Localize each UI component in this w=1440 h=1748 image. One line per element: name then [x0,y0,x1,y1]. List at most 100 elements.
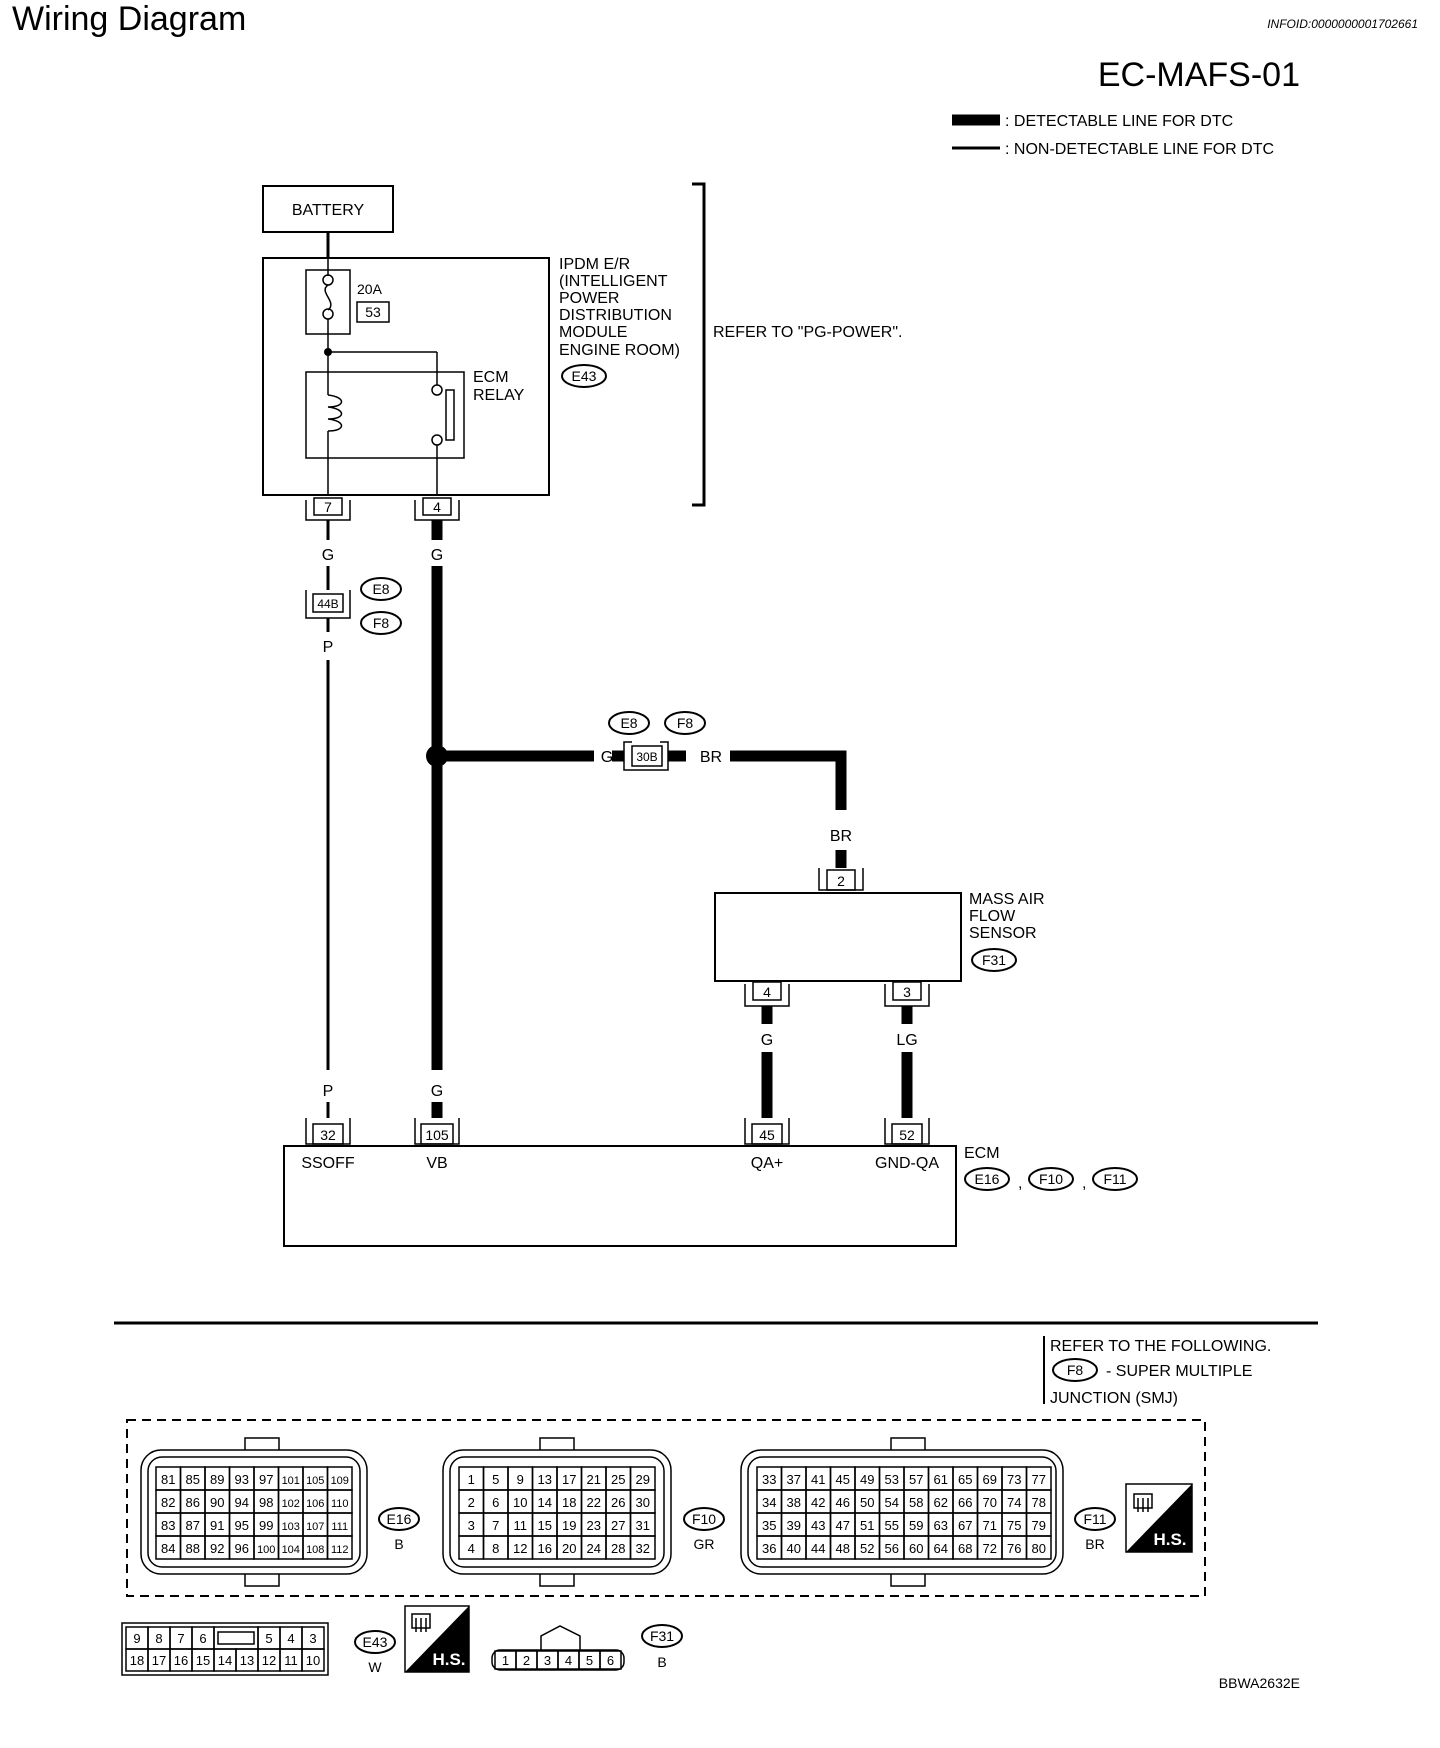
ecm-pin-name-gnd-qa: GND-QA [875,1155,939,1172]
pin-number: 29 [636,1472,650,1487]
ipdm-connector-oval [561,364,607,388]
pin-number: 77 [1032,1472,1046,1487]
relay-switch [445,389,455,441]
hand-icon-2 [411,1613,431,1632]
pin-number: 14 [538,1495,552,1510]
harness-side-badge-2: H.S. [404,1605,470,1673]
pin-number: 7 [492,1518,499,1533]
legend: : DETECTABLE LINE FOR DTC : NON-DETECTAB… [952,113,1274,158]
maf-connector: F31 [982,952,1006,968]
pin-cell [599,1650,622,1670]
pin-number: 95 [235,1518,249,1533]
ecm-pin-name-ssoff: SSOFF [301,1155,355,1172]
ipdm-label-5: MODULE [559,324,627,341]
pin-number: 75 [1007,1518,1021,1533]
conn-f11-id: F11 [1083,1511,1106,1527]
pin-number: 91 [210,1518,224,1533]
pin-number: 48 [836,1541,850,1556]
ecm-pin-32: 32 [305,1118,351,1145]
maf-label-2: FLOW [969,908,1016,925]
pin-number: 64 [934,1541,948,1556]
pin-number: 33 [762,1472,776,1487]
pin-number: 112 [331,1544,349,1556]
maf-pin-3: 3 [884,981,930,1007]
svg-text:32: 32 [320,1127,336,1143]
ecm-conn-oval-f10 [1028,1167,1074,1191]
pin-number: 65 [958,1472,972,1487]
pin-number: 98 [259,1495,273,1510]
pin-number: 108 [306,1544,324,1556]
refer-line-1: REFER TO THE FOLLOWING. [1050,1338,1271,1355]
pin-number: 2 [468,1495,475,1510]
maf-box [714,892,962,982]
pin-number: 47 [836,1518,850,1533]
ecm-pin-45: 45 [744,1118,790,1145]
pin-number: 4 [287,1631,294,1646]
pin-number: 80 [1032,1541,1046,1556]
ecm-label: ECM [964,1145,1000,1162]
ipdm-label-2: (INTELLIGENT [559,273,668,290]
conn-f11-oval [1074,1507,1116,1531]
pin-number: 8 [155,1631,162,1646]
wire-color-br-down: BR [830,828,852,845]
hand-icon [1133,1493,1153,1512]
ecm-conn-oval-e16 [964,1167,1010,1191]
pin-number: 10 [513,1495,527,1510]
svg-text:2: 2 [837,873,845,889]
pin-number: 31 [636,1518,650,1533]
pin-number: 20 [562,1541,576,1556]
pin-number: 28 [611,1541,625,1556]
conn-e16-color: B [394,1536,403,1552]
ipdm-module: 20A 53 ECM RELAY IPDM E/R (INTELLIGENT P… [262,232,680,496]
pin-number: 88 [186,1541,200,1556]
pin-number: 2 [523,1653,530,1668]
pin-cell [326,1535,353,1560]
wire-color-br-branch: BR [700,749,722,766]
svg-text:45: 45 [759,1127,775,1143]
pin-number: 93 [235,1472,249,1487]
pin-cell [301,1648,325,1672]
pin-number: 27 [611,1518,625,1533]
pin-number: 16 [538,1541,552,1556]
pin-number: 51 [860,1518,874,1533]
ipdm-label-4: DISTRIBUTION [559,307,672,324]
refer-line-3: JUNCTION (SMJ) [1050,1390,1178,1407]
pin-number: 69 [983,1472,997,1487]
ecm-conn-e16: E16 [975,1171,1000,1187]
pin-number: 46 [836,1495,850,1510]
svg-text:F8: F8 [373,615,390,631]
pin-number: 66 [958,1495,972,1510]
ipdm-pin-7: 7 [305,497,351,521]
svg-text:105: 105 [425,1127,449,1143]
harness-side-badge: H.S. [1125,1483,1193,1553]
pin-number: 78 [1032,1495,1046,1510]
pin-number: 45 [836,1472,850,1487]
pin-number: 60 [909,1541,923,1556]
svg-text:E8: E8 [620,715,637,731]
pin-cell [629,1535,656,1560]
pin-number: 92 [210,1541,224,1556]
pin-number: 24 [587,1541,601,1556]
pin-number: 89 [210,1472,224,1487]
pin-cell [1025,1535,1052,1560]
maf-pin-4: 4 [744,981,790,1007]
legend-detectable: : DETECTABLE LINE FOR DTC [1005,113,1233,130]
pin-number: 111 [331,1521,348,1533]
conn-e16-id: E16 [387,1511,412,1527]
pin-number: 84 [161,1541,175,1556]
pin-number: 3 [309,1631,316,1646]
pin-number: 55 [885,1518,899,1533]
pin-number: 18 [562,1495,576,1510]
ipdm-pin-4: 4 [414,497,460,521]
relay-label-2: RELAY [473,387,525,404]
battery-box [262,185,394,233]
pin-number: 5 [265,1631,272,1646]
ecm-conn-f11: F11 [1103,1171,1126,1187]
wire-branch-br [730,750,847,810]
pin-number: 52 [860,1541,874,1556]
pin-number: 8 [492,1541,499,1556]
power-bracket [692,182,706,507]
pin-number: 76 [1007,1541,1021,1556]
pin-number: 42 [811,1495,825,1510]
